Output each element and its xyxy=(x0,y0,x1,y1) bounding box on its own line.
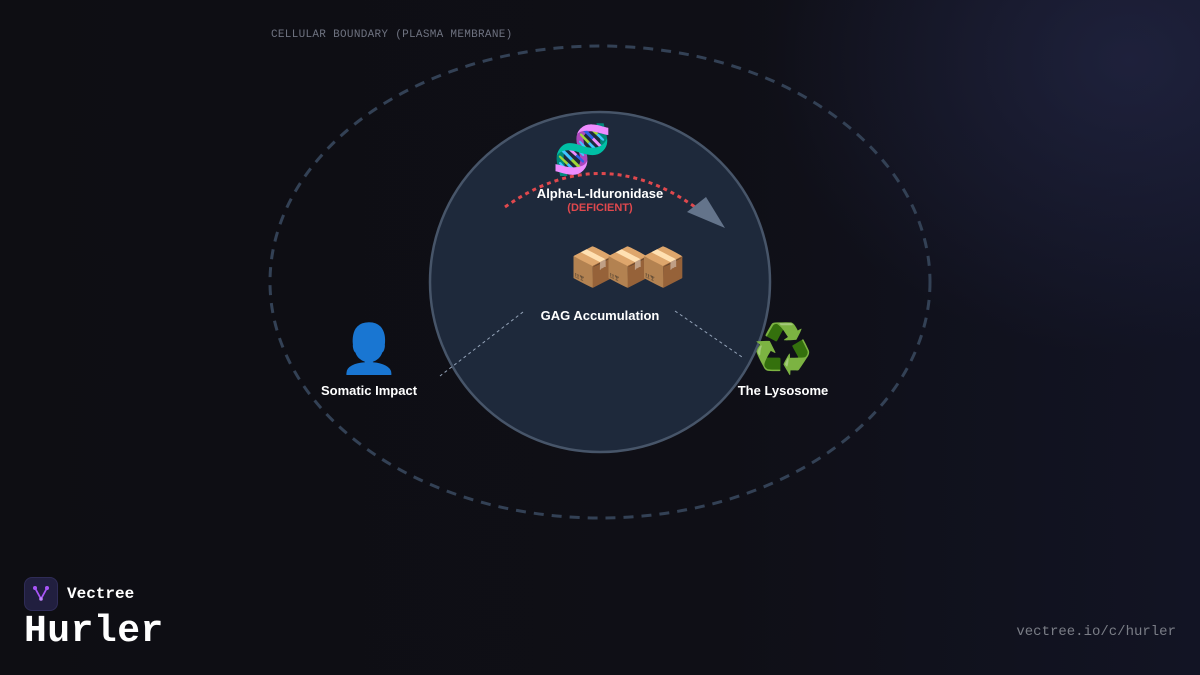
brand-name: Vectree xyxy=(67,585,135,603)
lysosome-label: The Lysosome xyxy=(737,383,829,398)
page-url-link[interactable]: vectree.io/c/hurler xyxy=(1016,624,1176,640)
page-title: Hurler xyxy=(24,610,164,653)
gag-label: GAG Accumulation xyxy=(540,308,660,323)
connector-gag-lysosome xyxy=(674,310,743,358)
cellular-boundary xyxy=(268,44,932,520)
recycle-icon: ♻️ xyxy=(753,321,813,377)
enzyme-status-label: (DEFICIENT) xyxy=(567,202,633,214)
cellular-boundary-label: CELLULAR BOUNDARY (PLASMA MEMBRANE) xyxy=(271,29,513,41)
somatic-impact-label: Somatic Impact xyxy=(320,383,418,398)
vectree-logo-icon xyxy=(24,577,58,611)
brand: Vectree xyxy=(24,577,134,611)
dna-icon: 🧬 xyxy=(552,122,612,178)
enzyme-label: Alpha-L-Iduronidase xyxy=(536,186,664,201)
pathway-arrowhead xyxy=(687,197,725,228)
person-silhouette-icon: 👤 xyxy=(339,321,399,377)
deficient-pathway-arc xyxy=(504,172,696,209)
lysosome-circle xyxy=(428,110,772,454)
package-boxes-icon: 📦📦📦 xyxy=(569,245,687,289)
